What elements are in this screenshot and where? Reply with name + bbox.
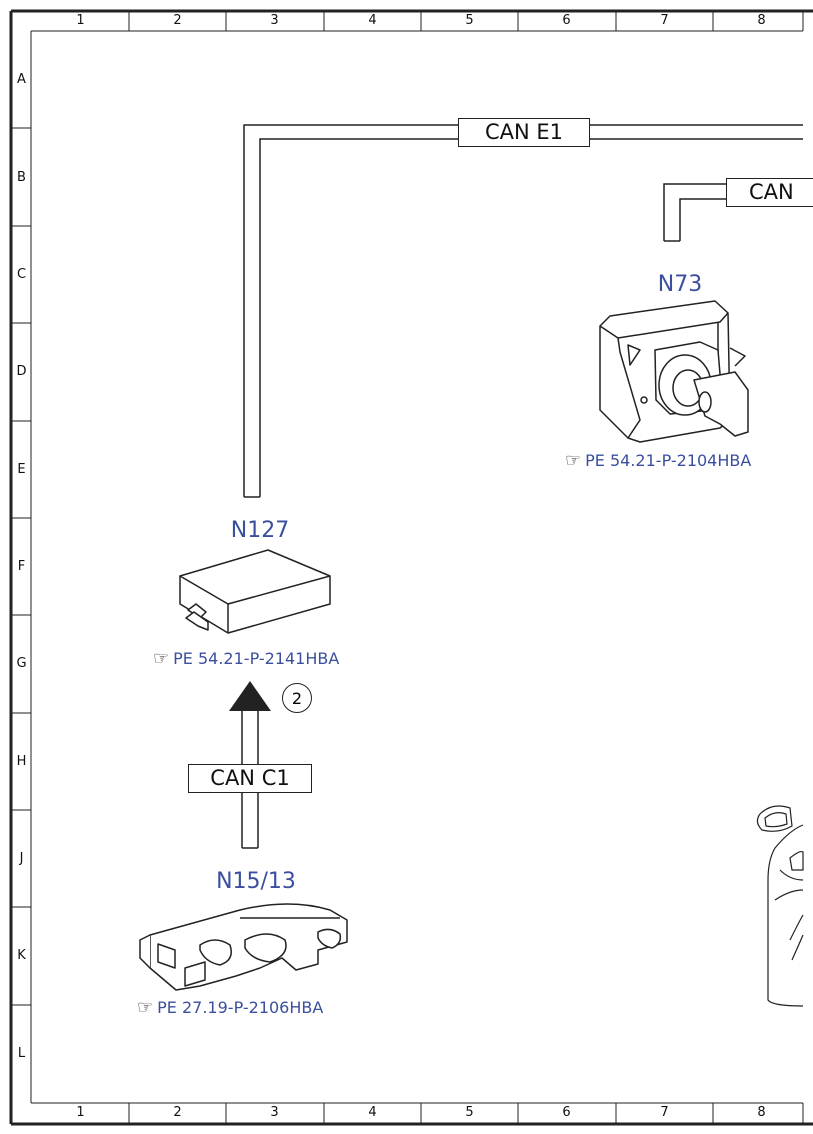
column-number: 6 <box>562 13 571 28</box>
can-top-right-label: CAN <box>726 178 813 207</box>
column-number: 1 <box>76 13 85 28</box>
vehicle-outline-icon <box>756 805 804 1007</box>
column-number: 3 <box>270 13 279 28</box>
n15-13-reference-link[interactable]: ☞PE 27.19-P-2106HBA <box>137 997 323 1018</box>
row-letter: G <box>16 656 27 671</box>
n127-label[interactable]: N127 <box>230 518 290 543</box>
row-letter: H <box>16 754 27 769</box>
column-number: 8 <box>757 13 766 28</box>
pointing-hand-icon: ☞ <box>153 648 170 669</box>
n127-reference-link[interactable]: ☞PE 54.21-P-2141HBA <box>153 648 339 669</box>
n15-13-module-icon <box>139 903 348 991</box>
column-number: 6 <box>562 1105 571 1120</box>
callout-number-marker: 2 <box>282 683 312 713</box>
column-number: 5 <box>465 1105 474 1120</box>
column-number: 1 <box>76 1105 85 1120</box>
column-number: 2 <box>173 1105 182 1120</box>
row-letter: L <box>17 1046 26 1061</box>
n127-module-icon <box>179 549 331 634</box>
n73-reference-link[interactable]: ☞PE 54.21-P-2104HBA <box>565 450 751 471</box>
row-letter: K <box>17 948 26 963</box>
row-letter: E <box>17 462 26 477</box>
can-c1-label: CAN C1 <box>188 764 312 793</box>
row-letter: A <box>17 72 26 87</box>
column-number: 4 <box>368 13 377 28</box>
column-number: 7 <box>660 13 669 28</box>
n73-reference-text: PE 54.21-P-2104HBA <box>585 451 752 470</box>
arrow-up-icon <box>229 681 271 711</box>
column-number: 5 <box>465 13 474 28</box>
n73-ignition-switch-icon <box>599 300 749 443</box>
n127-reference-text: PE 54.21-P-2141HBA <box>173 649 340 668</box>
column-number: 8 <box>757 1105 766 1120</box>
can-e1-label: CAN E1 <box>458 118 590 147</box>
row-letter: D <box>16 364 27 379</box>
n15-13-label[interactable]: N15/13 <box>216 869 296 894</box>
n15-13-reference-text: PE 27.19-P-2106HBA <box>157 998 324 1017</box>
can-e1-line <box>243 124 803 498</box>
n73-label[interactable]: N73 <box>657 272 703 297</box>
column-number: 4 <box>368 1105 377 1120</box>
row-letter: C <box>16 267 27 282</box>
row-letter: B <box>17 170 26 185</box>
pointing-hand-icon: ☞ <box>565 450 582 471</box>
row-letter: F <box>17 559 26 574</box>
row-letter: J <box>19 851 24 866</box>
pointing-hand-icon: ☞ <box>137 997 154 1018</box>
column-number: 3 <box>270 1105 279 1120</box>
column-number: 2 <box>173 13 182 28</box>
column-number: 7 <box>660 1105 669 1120</box>
